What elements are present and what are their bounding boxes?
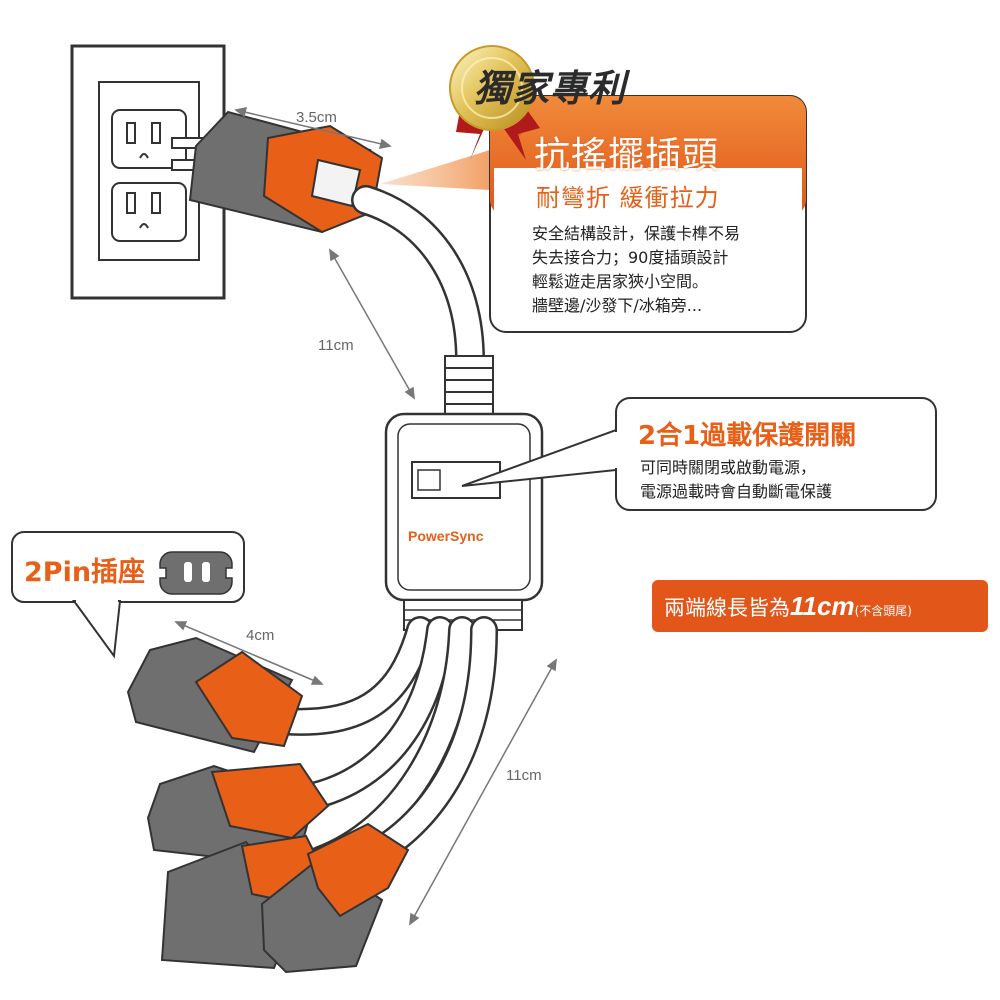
switch-hub bbox=[384, 412, 544, 631]
switch-line: 可同時關閉或啟動電源， bbox=[640, 458, 817, 477]
length-note-value: 11cm bbox=[790, 591, 855, 621]
socket-head-1 bbox=[126, 636, 304, 754]
length-note-suffix: (不含頭尾) bbox=[854, 604, 912, 618]
length-note-prefix: 兩端線長皆為 bbox=[664, 596, 790, 620]
feature-heading: 抗搖擺插頭 bbox=[534, 135, 720, 176]
length-note-banner: 兩端線長皆為11cm(不含頭尾) bbox=[652, 580, 988, 632]
socket-width-label: 4cm bbox=[246, 627, 274, 644]
feature-description: 安全結構設計，保護卡榫不易 失去接合力；90度插頭設計 輕鬆遊走居家狹小空間。 … bbox=[532, 222, 740, 318]
strain-relief bbox=[444, 355, 494, 417]
switch-description: 可同時關閉或啟動電源， 電源過載時會自動斷電保護 bbox=[640, 456, 832, 504]
feature-line: 輕鬆遊走居家狹小空間。 bbox=[532, 272, 709, 291]
lower-cable-length-label: 11cm bbox=[506, 767, 542, 784]
socket-head-4 bbox=[260, 822, 410, 974]
switch-callout-shape bbox=[461, 397, 937, 511]
switch-heading: 2合1過載保護開關 bbox=[638, 421, 857, 451]
patent-badge bbox=[449, 45, 540, 160]
feature-subheading: 耐彎折 緩衝拉力 bbox=[536, 184, 720, 212]
feature-line: 牆壁邊/沙發下/冰箱旁... bbox=[532, 296, 703, 315]
callout-beam bbox=[380, 150, 490, 190]
brand-logo-text: PowerSync bbox=[408, 528, 484, 544]
plug-width-label: 3.5cm bbox=[296, 109, 337, 126]
switch-line: 電源過載時會自動斷電保護 bbox=[640, 482, 833, 501]
feature-line: 失去接合力；90度插頭設計 bbox=[532, 248, 729, 267]
feature-line: 安全結構設計，保護卡榫不易 bbox=[532, 224, 741, 243]
two-pin-socket-icon bbox=[159, 551, 233, 595]
patent-badge-text: 獨家專利 bbox=[474, 67, 626, 110]
pin-heading: 2Pin插座 bbox=[24, 557, 146, 588]
dimension-arrows bbox=[174, 107, 557, 926]
upper-cable-length-label: 11cm bbox=[318, 337, 354, 354]
